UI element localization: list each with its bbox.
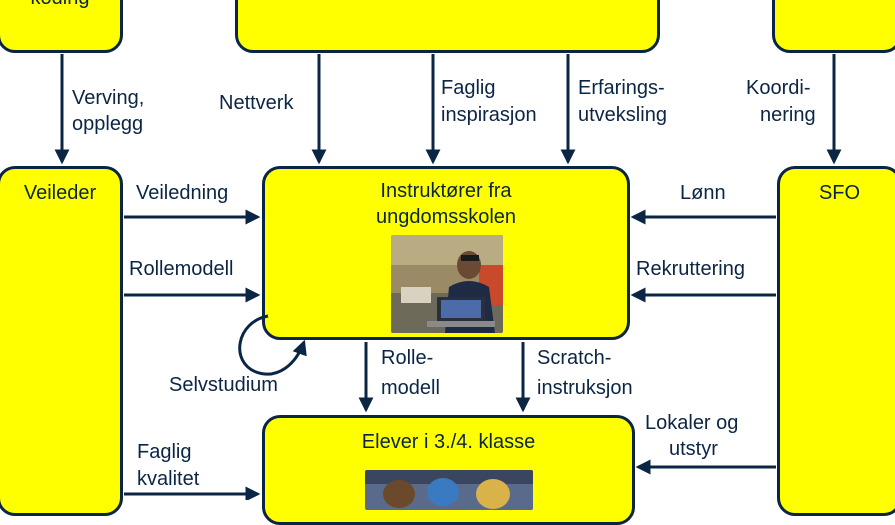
label-faglig-kvalitet-2: kvalitet <box>137 468 200 490</box>
box-veileder: Veileder <box>0 166 123 516</box>
box-koding: koding <box>0 0 123 53</box>
label-erfaring-1: Erfarings- <box>578 77 665 99</box>
box-instruktorer: Instruktører fra ungdomsskolen <box>262 166 630 340</box>
box-elever-label: Elever i 3./4. klasse <box>361 431 536 453</box>
label-faglig-inspirasjon-2: inspirasjon <box>441 104 537 126</box>
box-sfo: SFO <box>777 166 895 516</box>
label-lokaler-2: utstyr <box>669 438 718 460</box>
box-veileder-label: Veileder <box>23 182 97 204</box>
box-top-right <box>772 0 895 53</box>
label-rekruttering: Rekruttering <box>636 258 745 280</box>
label-faglig-inspirasjon-1: Faglig <box>441 77 496 99</box>
label-lokaler-1: Lokaler og <box>645 412 739 434</box>
label-verving-2: opplegg <box>72 113 144 135</box>
box-sfo-label: SFO <box>818 182 861 204</box>
label-scratch-1: Scratch- <box>537 347 612 369</box>
label-verving-1: Verving, <box>72 87 145 109</box>
arrow-selvstudium <box>238 314 307 376</box>
label-koordinering-1: Koordi- <box>746 77 811 99</box>
box-top-center <box>235 0 660 53</box>
box-instruktorer-label-2: ungdomsskolen <box>375 206 517 228</box>
label-selvstudium: Selvstudium <box>169 374 278 396</box>
box-koding-label: koding <box>0 0 120 10</box>
label-lonn: Lønn <box>680 182 726 204</box>
instructor-photo <box>391 235 503 333</box>
label-scratch-2: instruksjon <box>537 377 633 399</box>
label-erfaring-2: utveksling <box>578 104 667 126</box>
arrows-layer <box>54 54 842 500</box>
label-nettverk: Nettverk <box>219 92 294 114</box>
label-veiledning: Veiledning <box>136 182 229 204</box>
label-rolle-down-1: Rolle- <box>381 347 434 369</box>
label-koordinering-2: nering <box>760 104 816 126</box>
box-instruktorer-label-1: Instruktører fra <box>380 180 512 202</box>
label-faglig-kvalitet-1: Faglig <box>137 441 192 463</box>
label-rollemodell-left: Rollemodell <box>129 258 234 280</box>
label-rolle-down-2: modell <box>381 377 440 399</box>
